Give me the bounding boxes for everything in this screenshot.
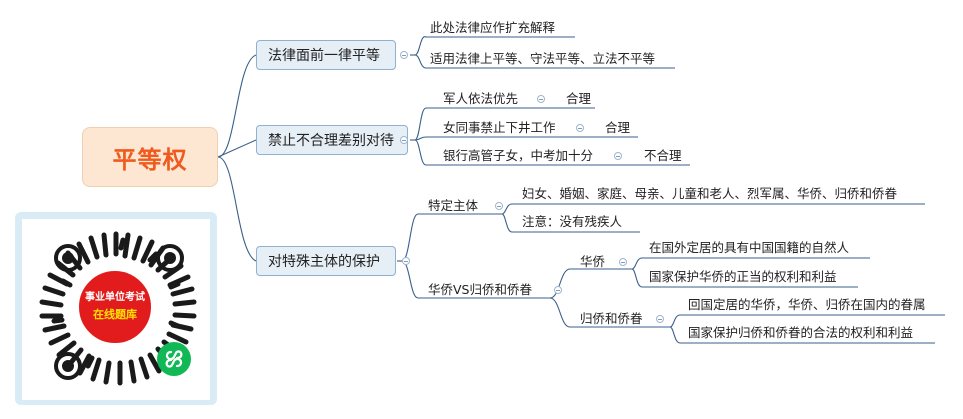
leaf-note[interactable]: 合理 — [566, 91, 592, 106]
leaf-topic[interactable]: 回国定居的华侨，华侨、归侨在国内的眷属 — [688, 297, 926, 312]
mini-program-icon — [157, 342, 191, 376]
collapse-toggle-icon[interactable] — [554, 286, 562, 294]
leaf-topic[interactable]: 妇女、婚姻、家庭、母亲、儿童和老人、烈军属、华侨、归侨和侨眷 — [522, 186, 898, 201]
leaf-topic[interactable]: 适用法律上平等、守法平等、立法不平等 — [430, 51, 656, 66]
collapse-toggle-icon[interactable] — [619, 258, 627, 266]
leaf-topic[interactable]: 女同事禁止下井工作 — [443, 120, 556, 135]
collapse-toggle-icon[interactable] — [537, 95, 545, 103]
branch-special-subject-protection[interactable]: 对特殊主体的保护 — [256, 246, 396, 276]
badge-line-2: 在线题库 — [93, 308, 137, 321]
leaf-topic[interactable]: 国家保护归侨和侨眷的合法的权利和利益 — [688, 325, 914, 340]
collapse-toggle-icon[interactable] — [614, 152, 622, 160]
qr-code-icon — [39, 231, 197, 386]
collapse-toggle-icon[interactable] — [400, 51, 408, 59]
leaf-topic[interactable]: 注意：没有残疾人 — [522, 214, 623, 229]
sub-topic[interactable]: 归侨和侨眷 — [580, 311, 643, 326]
leaf-note[interactable]: 不合理 — [644, 148, 682, 163]
root-topic[interactable]: 平等权 — [82, 127, 218, 187]
leaf-topic[interactable]: 国家保护华侨的正当的权利和利益 — [649, 269, 837, 284]
sub-topic[interactable]: 特定主体 — [428, 198, 479, 213]
qr-center-badge: 事业单位考试 在线题库 — [77, 269, 153, 345]
collapse-toggle-icon[interactable] — [495, 202, 503, 210]
branch-equal-before-law[interactable]: 法律面前一律平等 — [256, 40, 396, 70]
collapse-toggle-icon[interactable] — [400, 136, 408, 144]
sub-topic[interactable]: 华侨VS归侨和侨眷 — [428, 282, 532, 297]
collapse-toggle-icon[interactable] — [576, 124, 584, 132]
collapse-toggle-icon[interactable] — [402, 257, 410, 265]
leaf-topic[interactable]: 此处法律应作扩充解释 — [430, 20, 556, 35]
badge-line-1: 事业单位考试 — [85, 292, 145, 303]
leaf-note[interactable]: 合理 — [605, 120, 631, 135]
leaf-topic[interactable]: 在国外定居的具有中国国籍的自然人 — [649, 240, 850, 255]
leaf-topic[interactable]: 银行高管子女，中考加十分 — [443, 148, 594, 163]
collapse-toggle-icon[interactable] — [656, 315, 664, 323]
sub-topic[interactable]: 华侨 — [580, 254, 606, 269]
branch-prohibit-unreasonable-discrimination[interactable]: 禁止不合理差别对待 — [256, 125, 408, 155]
leaf-topic[interactable]: 军人依法优先 — [443, 91, 519, 106]
